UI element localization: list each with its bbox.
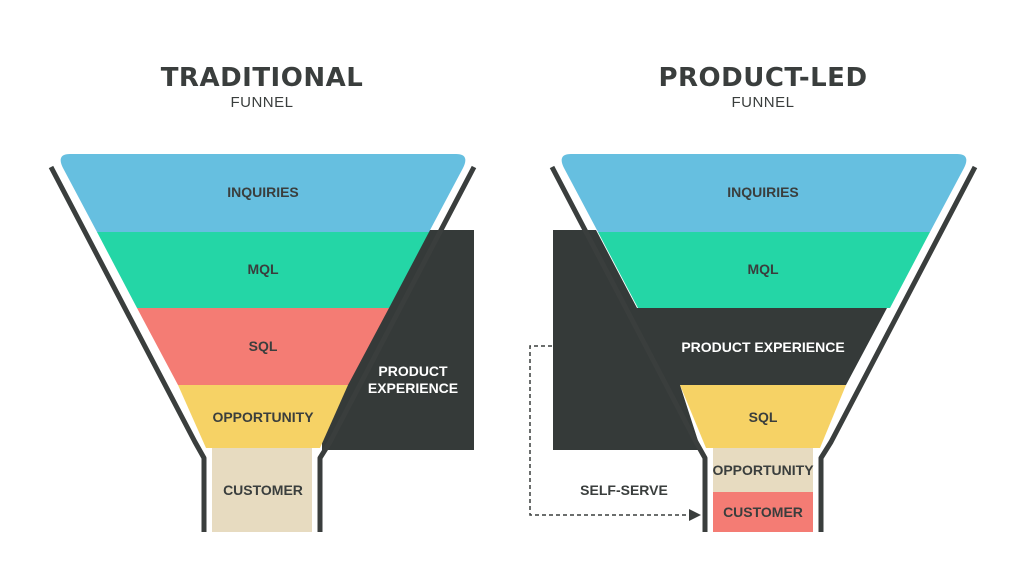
traditional-title: TRADITIONAL <box>160 63 364 93</box>
traditional-label-mql: MQL <box>247 261 279 277</box>
product-led-funnel: INQUIRIES MQL PRODUCT EXPERIENCE SQL OPP… <box>529 154 978 532</box>
traditional-stage-customer <box>212 448 312 532</box>
product-led-stage-customer <box>713 492 813 532</box>
traditional-label-experience: EXPERIENCE <box>368 380 458 396</box>
product-led-label-opportunity: OPPORTUNITY <box>712 462 814 478</box>
product-led-stage-opportunity <box>713 448 813 492</box>
product-led-label-mql: MQL <box>747 261 779 277</box>
self-serve-label: SELF-SERVE <box>580 482 668 498</box>
self-serve-arrow <box>529 345 701 521</box>
product-led-outline-left <box>549 165 708 532</box>
traditional-outline-left <box>48 165 207 532</box>
product-led-title: PRODUCT-LED <box>658 63 868 93</box>
traditional-label-opportunity: OPPORTUNITY <box>212 409 314 425</box>
product-led-stage-sql <box>680 385 846 448</box>
product-led-stage-inquiries <box>561 154 967 232</box>
traditional-label-product: PRODUCT <box>378 363 448 379</box>
traditional-stage-opportunity <box>178 385 348 448</box>
product-led-stage-mql <box>598 232 930 308</box>
product-led-label-inquiries: INQUIRIES <box>727 184 799 200</box>
traditional-label-sql: SQL <box>249 338 278 354</box>
product-led-label-customer: CUSTOMER <box>723 504 803 520</box>
product-led-product-experience-block <box>553 230 887 450</box>
traditional-stage-inquiries <box>60 154 466 232</box>
product-led-subtitle: FUNNEL <box>731 94 795 111</box>
product-led-label-sql: SQL <box>749 409 778 425</box>
product-led-label-product-experience: PRODUCT EXPERIENCE <box>681 339 844 355</box>
traditional-stage-mql <box>97 232 429 308</box>
traditional-stage-sql <box>137 308 389 385</box>
traditional-label-inquiries: INQUIRIES <box>227 184 299 200</box>
traditional-subtitle: FUNNEL <box>230 94 294 111</box>
product-led-outline-right <box>818 165 978 532</box>
traditional-label-customer: CUSTOMER <box>223 482 303 498</box>
traditional-outline-right <box>317 165 477 532</box>
traditional-funnel: INQUIRIES MQL SQL OPPORTUNITY CUSTOMER P… <box>48 154 477 532</box>
